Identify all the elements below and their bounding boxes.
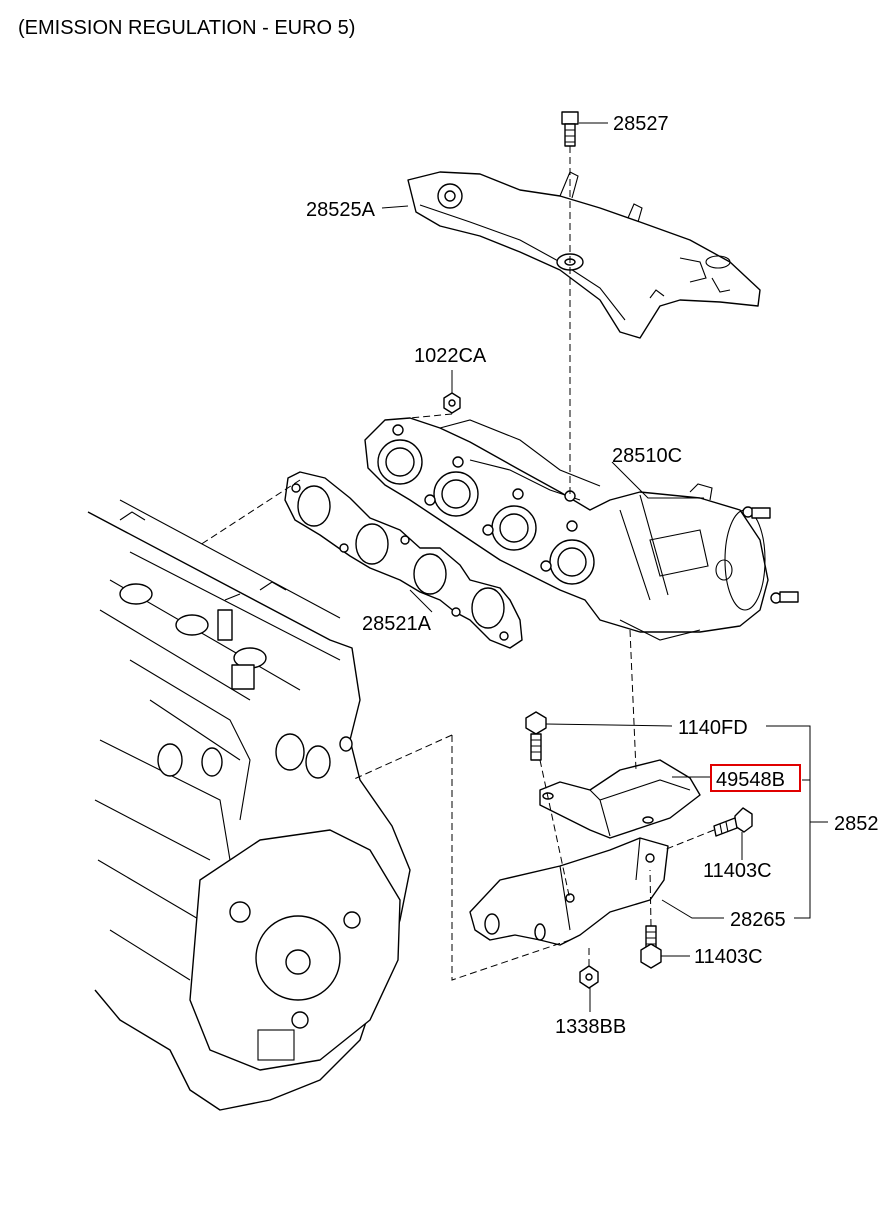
label-nut-top[interactable]: 1022CA	[414, 345, 487, 367]
label-bolt-a[interactable]: 11403C	[703, 860, 772, 882]
label-bracket-assembly[interactable]: 2852	[834, 813, 879, 835]
label-stay[interactable]: 28265	[730, 909, 786, 931]
label-bolt-top[interactable]: 28527	[613, 113, 669, 135]
label-bracket-protector[interactable]: 49548B	[716, 769, 785, 791]
label-bolt-b[interactable]: 11403C	[694, 946, 763, 968]
manifold-gasket	[284, 471, 523, 649]
engine-block	[87, 499, 411, 1111]
bolt-flange	[525, 711, 547, 761]
bolt-top	[561, 111, 579, 147]
label-heat-protector[interactable]: 28525A	[306, 199, 376, 221]
nut-bottom	[579, 965, 599, 989]
label-manifold[interactable]: 28510C	[612, 445, 682, 467]
bracket-stay	[469, 837, 669, 946]
exhaust-manifold	[364, 417, 799, 641]
alignment-lines	[199, 146, 715, 981]
nut-top	[443, 392, 461, 414]
bolt-a	[713, 807, 753, 837]
leader-lines	[381, 122, 828, 1012]
label-nut-bottom[interactable]: 1338BB	[555, 1016, 626, 1038]
label-bolt-flange[interactable]: 1140FD	[678, 717, 748, 739]
bracket-protector	[539, 759, 701, 839]
label-gasket[interactable]: 28521A	[362, 613, 432, 635]
selected-part-highlight	[710, 764, 801, 792]
bolt-b	[640, 925, 662, 969]
diagram-title: (EMISSION REGULATION - EURO 5)	[18, 17, 355, 39]
part-labels: 28527 28525A 1022CA 28510C 28521A 1140FD…	[306, 113, 879, 1038]
heat-protector	[407, 171, 761, 339]
